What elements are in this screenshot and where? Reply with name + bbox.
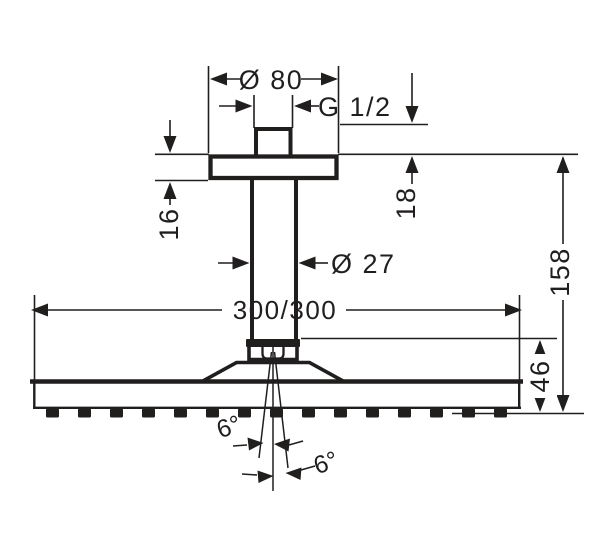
dim-label-thread-size: G 1/2 — [318, 92, 392, 122]
ceiling-flange — [208, 154, 339, 181]
dim-label-connector-height: 18 — [390, 186, 421, 220]
dim-label-pipe-diameter: Ø 27 — [331, 249, 396, 279]
thread-connector — [254, 127, 293, 159]
dim-label-flange-diameter: Ø 80 — [238, 65, 304, 95]
spray-angle-lines — [258, 345, 289, 491]
dim-label-overall-height: 158 — [543, 244, 577, 300]
dim-label-flange-height: 16 — [153, 207, 184, 241]
dimension-arrowheads — [31, 72, 570, 483]
nozzle-row — [46, 408, 507, 418]
shower-plate — [30, 379, 523, 409]
dim-label-head-size: 300/300 — [232, 295, 338, 325]
ceiling-line — [155, 153, 578, 182]
dim-label-head-height: 46 — [523, 354, 557, 398]
shower-arm-pipe — [250, 179, 298, 340]
